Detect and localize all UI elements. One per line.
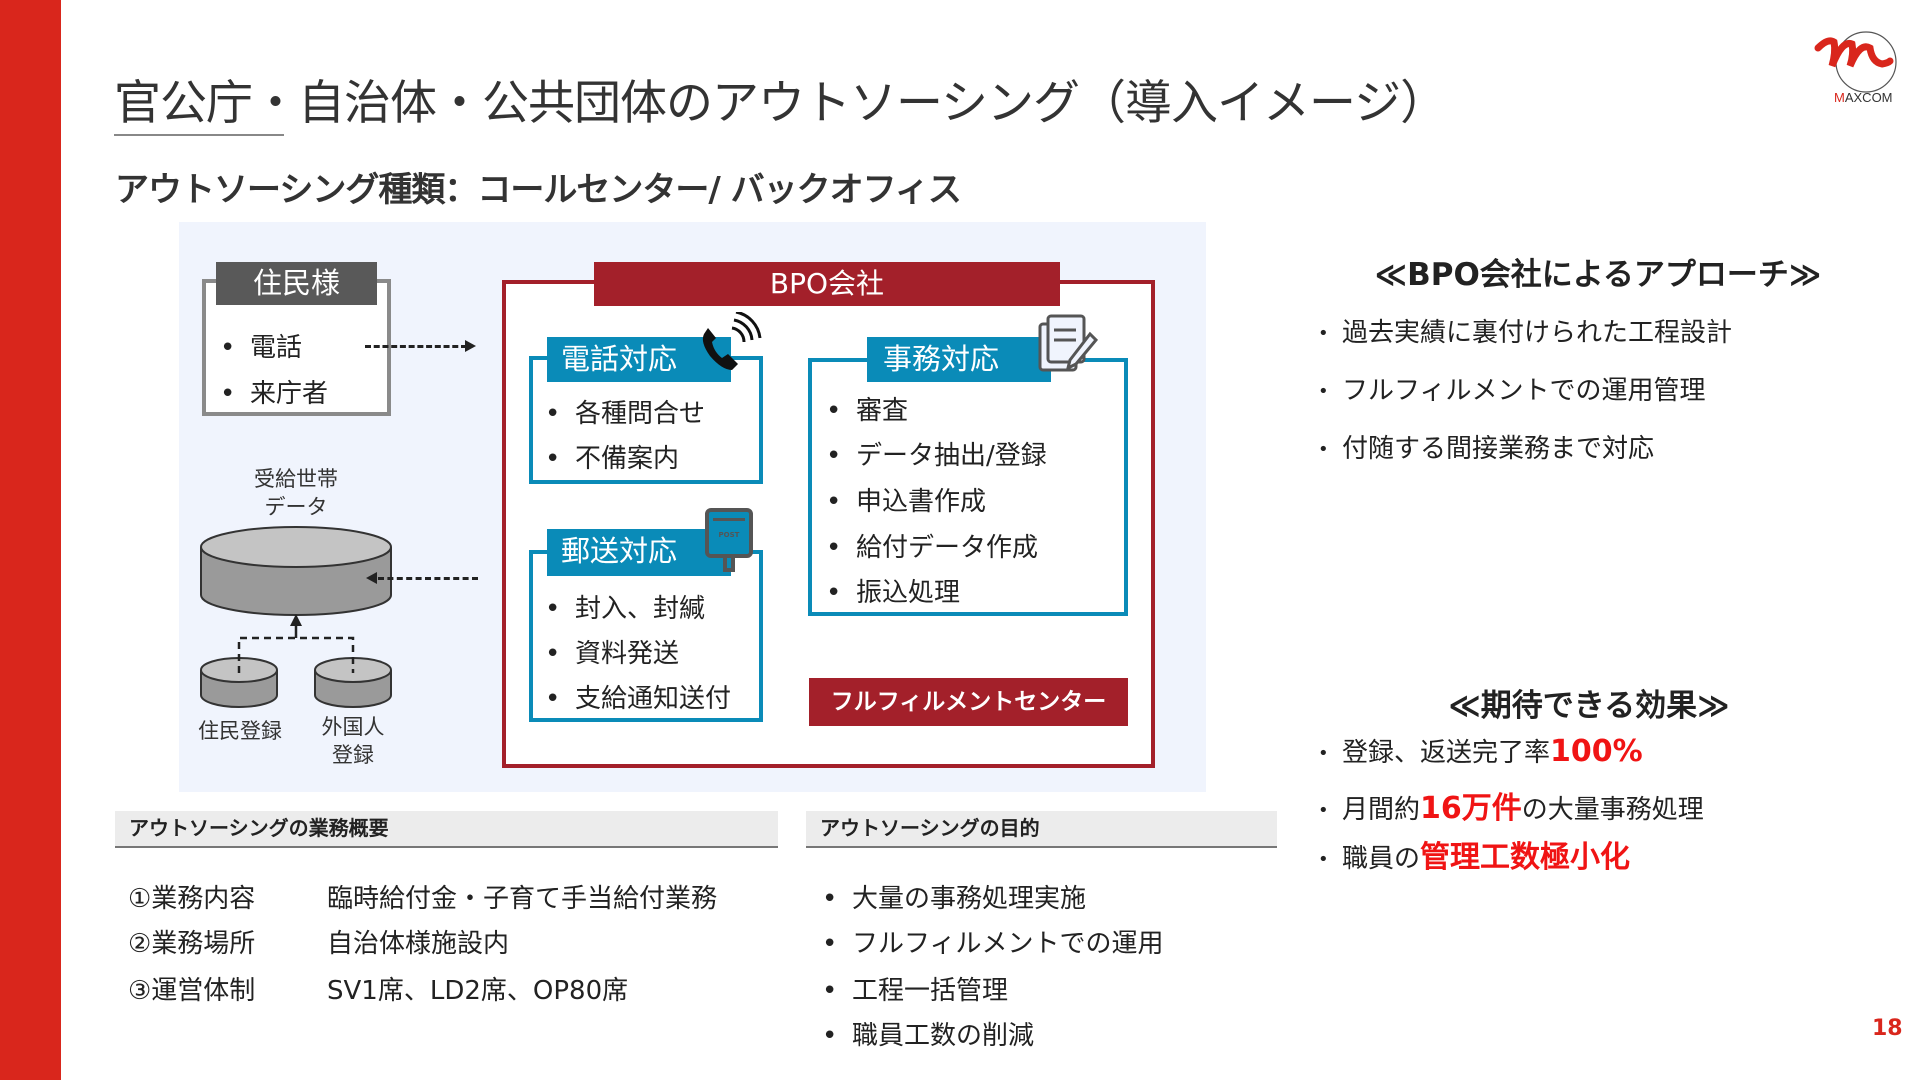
db-label: 受給世帯データ — [254, 467, 338, 519]
approach-item: •フルフィルメントでの運用管理 — [1318, 376, 1706, 406]
db-source-label: 住民登録 — [198, 719, 282, 743]
phone-title: 電話対応 — [547, 337, 731, 382]
page-title: 官公庁・自治体・公共団体のアウトソーシング（導入イメージ） — [114, 76, 1447, 131]
purpose-item: 大量の事務処理実施 — [822, 878, 1086, 915]
purpose-item: フルフィルメントでの運用 — [822, 923, 1163, 960]
office-item: データ抽出/登録 — [826, 435, 1047, 472]
database-cylinders-icon — [200, 526, 392, 708]
arrowhead-left-icon — [366, 572, 377, 584]
mail-item: 資料発送 — [545, 633, 679, 670]
overview-header: アウトソーシングの業務概要 — [115, 811, 778, 848]
mail-item: 封入、封緘 — [545, 588, 705, 625]
document-edit-icon — [1038, 314, 1099, 372]
office-item: 審査 — [826, 390, 908, 427]
approach-title: ≪BPO会社によるアプローチ≫ — [1374, 257, 1822, 293]
office-item: 給付データ作成 — [826, 527, 1038, 564]
maxcom-logo: MAXCOM — [1812, 26, 1902, 110]
resident-item: 来庁者 — [220, 373, 328, 410]
overview-value: 臨時給付金・子育て手当給付業務 — [327, 884, 718, 914]
effect-item: •職員の管理工数極小化 — [1318, 840, 1631, 875]
overview-label: ③運営体制 — [128, 976, 256, 1006]
dashed-arrow-to-db — [378, 577, 478, 580]
effect-item: •月間約16万件の大量事務処理 — [1318, 791, 1704, 826]
purpose-header: アウトソーシングの目的 — [806, 811, 1277, 848]
resident-item: 電話 — [220, 327, 302, 364]
effect-item: •登録、返送完了率100% — [1318, 734, 1643, 769]
office-title: 事務対応 — [867, 337, 1051, 382]
effects-title: ≪期待できる効果≫ — [1448, 688, 1730, 724]
office-item: 申込書作成 — [826, 481, 986, 518]
overview-value: SV1席、LD2席、OP80席 — [327, 976, 629, 1006]
phone-item: 各種問合せ — [545, 393, 705, 430]
page-number: 18 — [1872, 1016, 1903, 1041]
bpo-title: BPO会社 — [594, 262, 1060, 306]
approach-item: •付随する間接業務まで対応 — [1318, 434, 1655, 464]
fulfillment-center-button[interactable]: フルフィルメントセンター — [809, 678, 1128, 726]
arrowhead-right-icon — [465, 340, 476, 352]
office-item: 振込処理 — [826, 572, 960, 609]
overview-value: 自治体様施設内 — [327, 929, 510, 959]
page-subtitle: アウトソーシング種類：コールセンター/ バックオフィス — [115, 170, 962, 210]
db-source-label: 外国人登録 — [321, 715, 385, 767]
overview-label: ②業務場所 — [128, 929, 256, 959]
purpose-item: 職員工数の削減 — [822, 1015, 1034, 1052]
mail-item: 支給通知送付 — [545, 678, 731, 715]
overview-label: ①業務内容 — [128, 884, 256, 914]
postbox-icon: POST — [705, 508, 753, 558]
mail-title: 郵送対応 — [547, 529, 731, 576]
purpose-item: 工程一括管理 — [822, 970, 1008, 1007]
title-underline — [114, 134, 284, 136]
postbox-stand-icon — [723, 558, 735, 572]
phone-item: 不備案内 — [545, 438, 679, 475]
approach-item: •過去実績に裏付けられた工程設計 — [1318, 318, 1733, 348]
phone-icon — [702, 312, 762, 370]
svg-text:MAXCOM: MAXCOM — [1834, 90, 1893, 105]
dashed-arrow-to-bpo — [365, 345, 467, 348]
left-accent-bar — [0, 0, 61, 1080]
resident-title: 住民様 — [216, 262, 377, 305]
